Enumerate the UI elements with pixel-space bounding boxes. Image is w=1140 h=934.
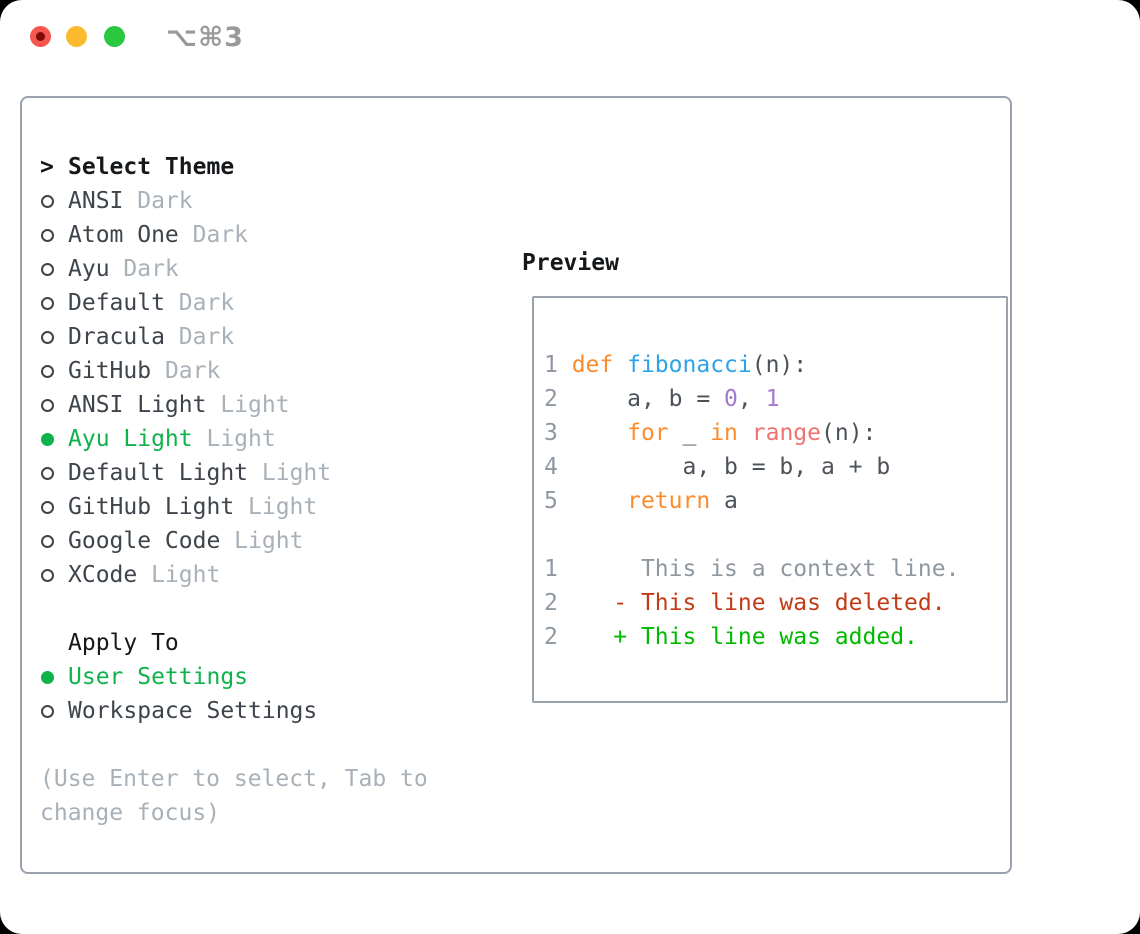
code-line: 2 - This line was deleted.: [544, 590, 946, 616]
apply-option-label: User Settings: [68, 664, 249, 690]
theme-option[interactable]: Google Code Light: [40, 524, 480, 558]
theme-variant-label: Dark: [178, 324, 235, 350]
line-number: 2: [544, 386, 572, 412]
radio-circle-icon: [41, 704, 54, 718]
radio-circle-icon: [41, 432, 54, 446]
theme-variant-label: Light: [248, 494, 318, 520]
radio-circle-icon: [41, 534, 54, 548]
apply-option-label: Workspace Settings: [68, 698, 318, 724]
apply-option[interactable]: User Settings: [40, 660, 480, 694]
theme-option[interactable]: GitHub Dark: [40, 354, 480, 388]
select-theme-title: Select Theme: [68, 154, 235, 180]
theme-option[interactable]: ANSI Dark: [40, 184, 480, 218]
theme-option-label: ANSI Light: [68, 392, 221, 418]
radio-circle-icon: [41, 194, 54, 208]
theme-option[interactable]: Ayu Dark: [40, 252, 480, 286]
theme-option-label: GitHub: [68, 358, 165, 384]
line-number: 3: [544, 420, 572, 446]
theme-option-label: XCode: [68, 562, 152, 588]
theme-option-label: Google Code: [68, 528, 235, 554]
theme-variant-label: Light: [220, 392, 290, 418]
window-title: ⌥⌘3: [166, 22, 244, 53]
radio-circle-icon: [41, 330, 54, 344]
line-number: 5: [544, 488, 572, 514]
apply-to-title: Apply To: [68, 630, 179, 656]
radio-circle-icon: [41, 466, 54, 480]
theme-option[interactable]: Ayu Light Light: [40, 422, 480, 456]
unsaved-dot-icon: [36, 32, 45, 41]
theme-variant-label: Light: [151, 562, 221, 588]
minimize-button[interactable]: [66, 26, 87, 47]
theme-variant-label: Dark: [137, 188, 193, 214]
radio-circle-icon: [41, 262, 54, 276]
preview-title: Preview: [522, 250, 619, 276]
code-preview-box: 1 def fibonacci(n): 2 a, b = 0, 1 3 for _ …: [532, 296, 1008, 703]
theme-list: ANSI Dark Atom One Dark Ayu Dark Default…: [40, 184, 480, 592]
radio-circle-icon: [41, 398, 54, 412]
zoom-button[interactable]: [104, 26, 125, 47]
theme-variant-label: Light: [261, 460, 332, 486]
radio-circle-icon: [41, 228, 54, 242]
code-line: 3 for _ in range(n):: [544, 420, 877, 446]
theme-option-label: Ayu: [68, 256, 124, 282]
code-preview: 1 def fibonacci(n): 2 a, b = 0, 1 3 for _ …: [544, 348, 998, 654]
theme-picker-panel: > Select Theme ANSI Dark Atom One Dark A…: [20, 96, 1012, 874]
theme-option-label: Dracula: [68, 324, 179, 350]
prompt-cursor-icon: >: [40, 154, 54, 180]
theme-option-label: ANSI: [68, 188, 138, 214]
theme-option[interactable]: GitHub Light Light: [40, 490, 480, 524]
theme-variant-label: Light: [206, 426, 276, 452]
code-line: 1 def fibonacci(n):: [544, 352, 808, 378]
code-line: 1 This is a context line.: [544, 556, 960, 582]
theme-option-label: Atom One: [68, 222, 193, 248]
code-line: 5 return a: [544, 488, 738, 514]
theme-variant-label: Dark: [192, 222, 249, 248]
code-line: 2 + This line was added.: [544, 624, 918, 650]
theme-option[interactable]: Dracula Dark: [40, 320, 480, 354]
theme-option-label: Default Light: [68, 460, 262, 486]
radio-circle-icon: [41, 296, 54, 310]
theme-option[interactable]: Default Dark: [40, 286, 480, 320]
theme-variant-label: Dark: [178, 290, 235, 316]
line-number: 1: [544, 352, 572, 378]
apply-option[interactable]: Workspace Settings: [40, 694, 480, 728]
theme-option-label: Default: [68, 290, 179, 316]
theme-option[interactable]: Default Light Light: [40, 456, 480, 490]
code-line: 4 a, b = b, a + b: [544, 454, 891, 480]
theme-option[interactable]: ANSI Light Light: [40, 388, 480, 422]
line-number: 2: [544, 590, 572, 616]
apply-to-header: Apply To: [40, 626, 480, 660]
theme-option-label: Ayu Light: [68, 426, 207, 452]
radio-circle-icon: [41, 364, 54, 378]
theme-list-column: > Select Theme ANSI Dark Atom One Dark A…: [40, 150, 480, 830]
apply-options-list: User Settings Workspace Settings: [40, 660, 480, 728]
keyboard-hint: (Use Enter to select, Tab to change focus…: [40, 762, 480, 830]
theme-option[interactable]: Atom One Dark: [40, 218, 480, 252]
code-line: [544, 518, 998, 552]
theme-option-label: GitHub Light: [68, 494, 249, 520]
theme-variant-label: Dark: [164, 358, 221, 384]
radio-circle-icon: [41, 568, 54, 582]
close-button[interactable]: [30, 26, 51, 47]
hint-text: (Use Enter to select, Tab to: [40, 766, 428, 792]
theme-option[interactable]: XCode Light: [40, 558, 480, 592]
spacer: [40, 728, 480, 762]
select-theme-header: > Select Theme: [40, 150, 480, 184]
line-number: 2: [544, 624, 572, 650]
radio-circle-icon: [41, 670, 54, 684]
theme-variant-label: Light: [234, 528, 304, 554]
radio-circle-icon: [41, 500, 54, 514]
line-number: 1: [544, 556, 572, 582]
line-number: 4: [544, 454, 572, 480]
titlebar: ⌥⌘3: [0, 0, 1140, 76]
hint-text: change focus): [40, 800, 221, 826]
spacer: [40, 592, 480, 626]
code-line: 2 a, b = 0, 1: [544, 386, 780, 412]
theme-variant-label: Dark: [123, 256, 179, 282]
